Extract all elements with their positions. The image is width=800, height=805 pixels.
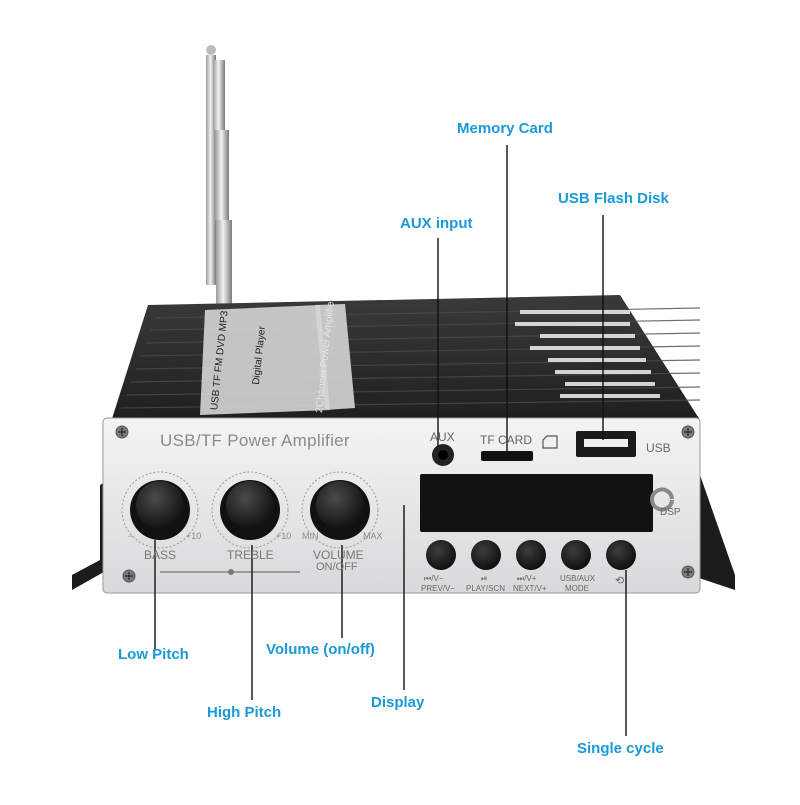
next-button-label: NEXT/V+ <box>513 584 547 593</box>
tf-card-label: TF CARD <box>480 433 532 447</box>
aux-label: AUX <box>430 430 455 444</box>
callout-usb-flash-disk: USB Flash Disk <box>558 190 669 207</box>
callout-high-pitch: High Pitch <box>207 704 282 721</box>
treble-knob[interactable] <box>220 480 280 540</box>
mode-button[interactable] <box>561 540 591 570</box>
callout-aux-input: AUX input <box>400 215 473 232</box>
repeat-icon: ⟲ <box>615 575 625 587</box>
callout-single-cycle: Single cycle <box>577 740 664 757</box>
play-button[interactable] <box>471 540 501 570</box>
dsp-label: DSP <box>660 507 681 518</box>
bass-knob[interactable] <box>130 480 190 540</box>
treble-label: TREBLE <box>227 548 274 562</box>
chassis-top <box>110 295 701 425</box>
callout-low-pitch: Low Pitch <box>118 646 189 663</box>
usb-label: USB <box>646 441 671 455</box>
faceplate-title: USB/TF Power Amplifier <box>160 431 350 450</box>
mode-button-label: MODE <box>565 584 589 593</box>
volume-label: VOLUME <box>313 548 364 562</box>
repeat-button[interactable] <box>606 540 636 570</box>
volume-min-mark: MIN <box>302 531 319 541</box>
volume-knob[interactable] <box>310 480 370 540</box>
usb-port[interactable] <box>576 431 636 457</box>
aux-jack[interactable] <box>432 444 454 466</box>
play-button-label: PLAY/SCN <box>466 584 505 593</box>
next-button-icon: ⏭/V+ <box>517 574 537 583</box>
bass-label: BASS <box>144 548 177 562</box>
prev-button-label: PREV/V− <box>421 584 456 593</box>
prev-button-icon: ⏮/V− <box>424 574 444 583</box>
callout-volume: Volume (on/off) <box>266 641 375 658</box>
callout-display: Display <box>371 694 425 711</box>
mode-button-icon: USB/AUX <box>560 574 596 583</box>
volume-max-mark: MAX <box>363 531 383 541</box>
treble-max-mark: +10 <box>276 531 292 541</box>
volume-sublabel: ON/OFF <box>316 561 358 573</box>
next-button[interactable] <box>516 540 546 570</box>
display-screen <box>420 474 653 532</box>
leader-lines <box>154 145 627 736</box>
right-bracket <box>690 475 735 590</box>
dsp-icon <box>650 487 674 512</box>
sd-card-icon <box>542 435 558 449</box>
control-buttons <box>426 540 636 570</box>
callout-memory-card: Memory Card <box>457 120 553 137</box>
knob-scales <box>121 471 379 549</box>
play-button-icon: ⏯ <box>481 574 488 583</box>
prev-button[interactable] <box>426 540 456 570</box>
bass-min-mark: − <box>128 531 134 541</box>
bass-max-mark: +10 <box>186 531 202 541</box>
antenna <box>206 45 232 305</box>
